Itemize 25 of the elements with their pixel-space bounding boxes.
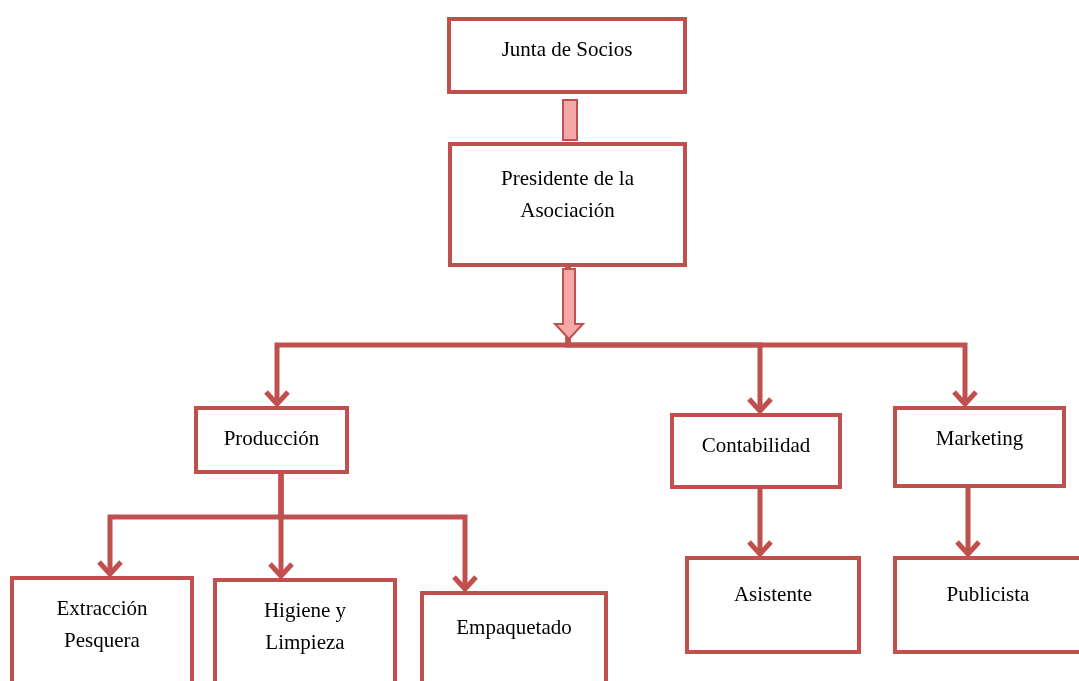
org-box <box>893 406 1066 488</box>
box-label: Producción <box>222 425 321 452</box>
box-label: Extracción Pesquera <box>55 595 149 654</box>
org-box <box>420 591 608 681</box>
box-label: Contabilidad <box>700 432 812 459</box>
org-box <box>194 406 349 474</box>
box-label: Empaquetado <box>455 614 573 641</box>
block-arrow <box>552 268 586 341</box>
connector-arrow <box>562 99 578 141</box>
org-box <box>893 556 1079 654</box>
box-label: Higiene y Limpieza <box>262 597 348 656</box>
org-box <box>10 576 194 681</box>
box-label: Junta de Socios <box>500 36 634 63</box>
box-label: Publicista <box>945 581 1031 608</box>
box-label: Asistente <box>732 581 814 608</box>
box-label: Presidente de la Asociación <box>500 165 635 224</box>
connector-arrow <box>278 474 479 592</box>
box-label: Marketing <box>934 425 1025 452</box>
connector-arrow <box>746 489 774 557</box>
connector-arrow <box>954 488 982 557</box>
org-box <box>447 17 687 94</box>
org-box <box>685 556 861 654</box>
org-box <box>448 142 687 267</box>
org-box <box>213 578 397 681</box>
org-box <box>670 413 842 489</box>
